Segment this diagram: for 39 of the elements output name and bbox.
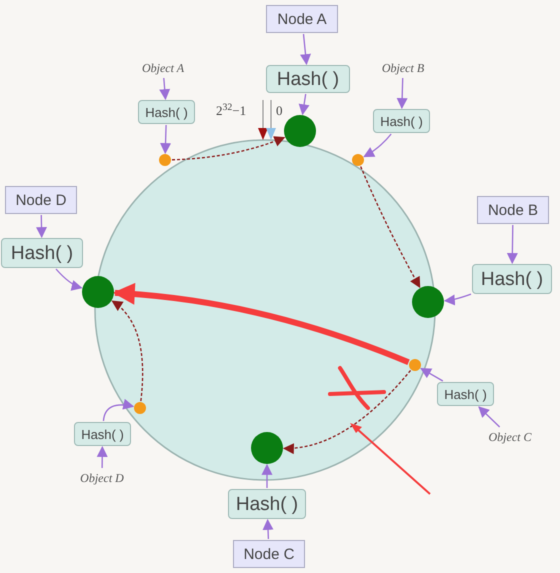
node-label: Node B: [477, 196, 549, 224]
node-label: Node D: [5, 186, 77, 214]
arrow: [360, 166, 420, 288]
arrow: [444, 294, 472, 306]
hash-function-box: Hash( ): [74, 422, 131, 446]
arrow: [300, 34, 311, 66]
hash-function-box: Hash( ): [373, 109, 430, 133]
arrow: [56, 268, 83, 290]
arrow: [420, 368, 444, 382]
hash-function-box: Hash( ): [266, 65, 350, 93]
arrow: [102, 399, 134, 422]
hash-function-box: Hash( ): [1, 238, 83, 268]
arrow: [96, 446, 108, 468]
arrow: [160, 124, 172, 154]
range-label: 0: [276, 104, 282, 117]
arrow: [282, 370, 412, 454]
arrow: [172, 136, 286, 160]
hash-function-box: Hash( ): [138, 100, 195, 124]
range-label: 2$^{32}$−1: [216, 104, 246, 117]
arrow: [262, 464, 272, 488]
arrow: [298, 94, 310, 116]
node-label: Node C: [233, 540, 305, 568]
arrow: [36, 214, 47, 238]
annotation-arrow: [112, 283, 410, 366]
arrow: [363, 134, 392, 158]
hash-function-box: Hash( ): [228, 489, 306, 519]
object-label: Object B: [370, 59, 436, 77]
arrow: [478, 406, 500, 428]
arrow: [396, 78, 408, 110]
node-label: Node A: [266, 5, 338, 33]
object-label: Object C: [476, 428, 544, 446]
arrow: [111, 300, 144, 402]
arrow: [159, 78, 170, 100]
arrow: [506, 224, 518, 264]
object-label: Object D: [68, 469, 136, 487]
object-label: Object A: [128, 59, 198, 77]
arrow: [262, 518, 274, 540]
hash-function-box: Hash( ): [437, 382, 494, 406]
hash-function-box: Hash( ): [472, 264, 552, 294]
